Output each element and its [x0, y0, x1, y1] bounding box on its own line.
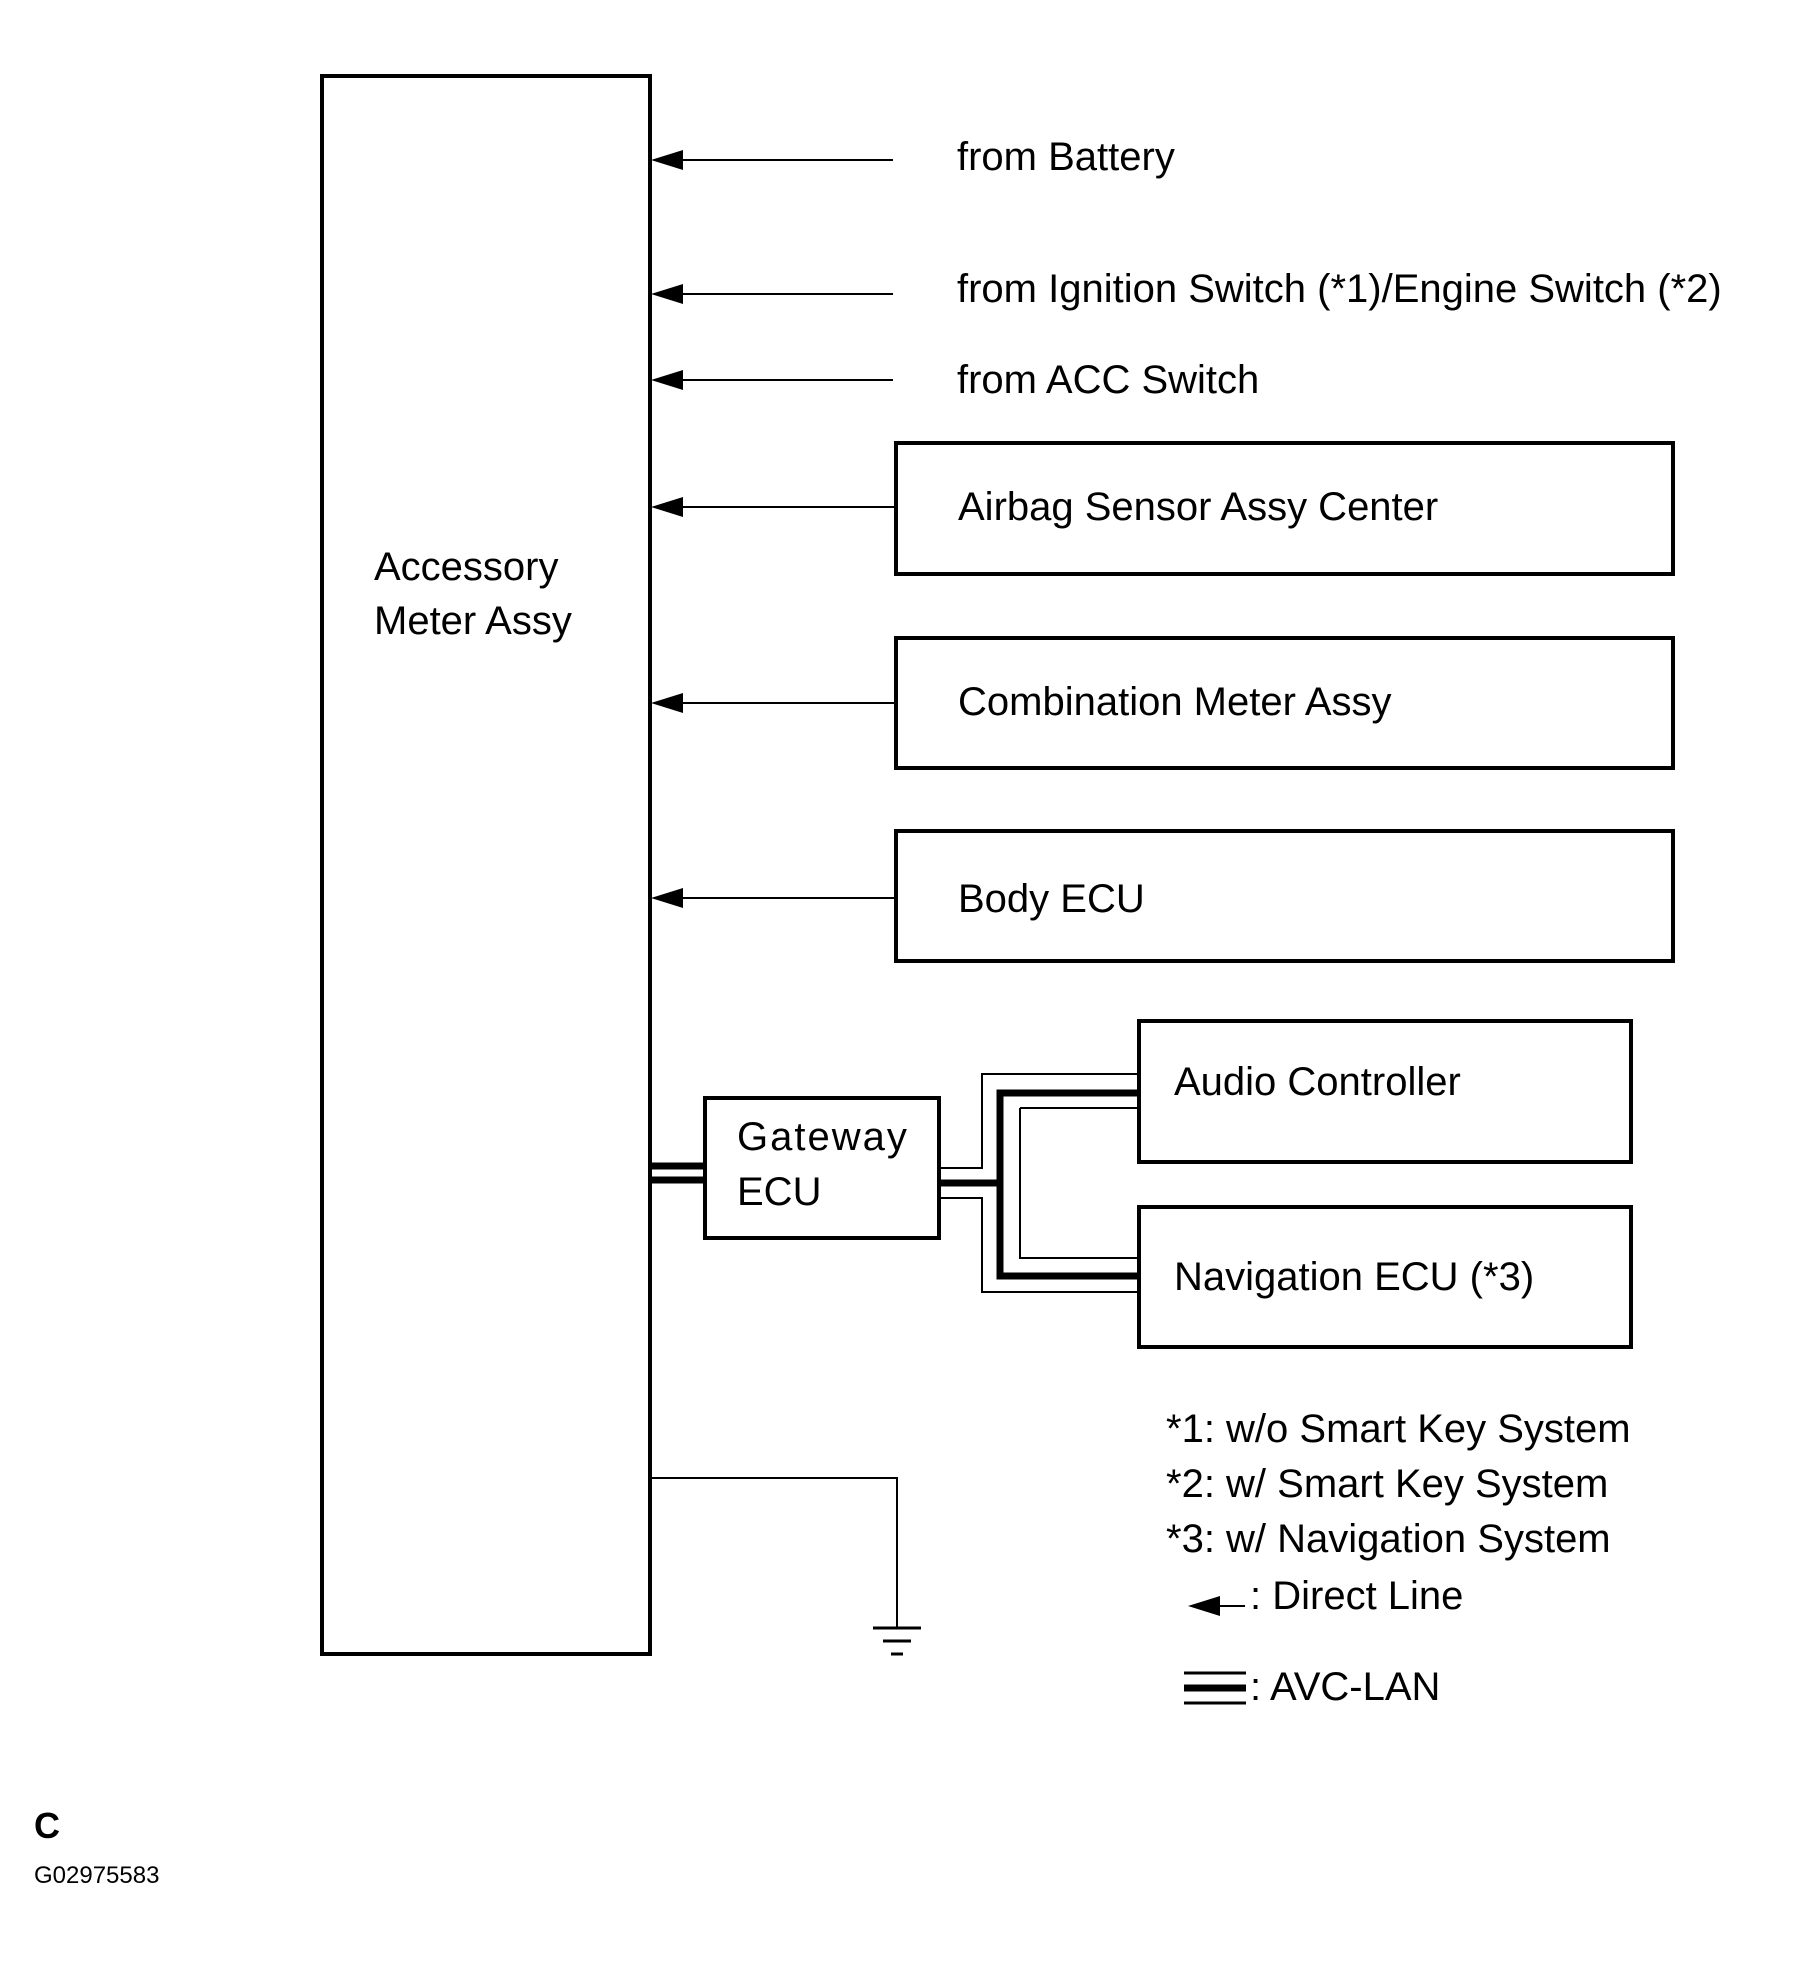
avc-lan-main-to-gateway: [652, 1162, 705, 1184]
gateway-label-line2: ECU: [737, 1170, 821, 1214]
notes: *1: w/o Smart Key System *2: w/ Smart Ke…: [1166, 1407, 1631, 1561]
note-1: *1: w/o Smart Key System: [1166, 1407, 1631, 1451]
ground-connection: [652, 1477, 921, 1656]
input-ignition-label: from Ignition Switch (*1)/Engine Switch …: [957, 267, 1722, 311]
figure-code: G02975583: [34, 1862, 159, 1889]
note-3: *3: w/ Navigation System: [1166, 1517, 1611, 1561]
legend-direct-line: : Direct Line: [1188, 1574, 1463, 1618]
arrow-left-icon: [651, 693, 683, 713]
legend-avc-lan-label: : AVC-LAN: [1250, 1665, 1440, 1709]
input-battery-label: from Battery: [957, 135, 1175, 179]
ecu-combination-meter: Combination Meter Assy: [651, 636, 1675, 770]
ground-icon: [873, 1626, 921, 1656]
accessory-meter-label-line1: Accessory: [374, 545, 559, 589]
ecu-airbag-label: Airbag Sensor Assy Center: [958, 485, 1438, 529]
avc-lan-bus: [939, 1073, 1139, 1293]
accessory-meter-assy-block: Accessory Meter Assy: [320, 74, 652, 1656]
legend: : Direct Line : AVC-LAN: [1184, 1574, 1463, 1709]
gateway-label-line1: Gateway: [737, 1115, 909, 1159]
legend-direct-line-label: : Direct Line: [1250, 1574, 1463, 1618]
arrow-left-icon: [651, 370, 683, 390]
arrow-left-icon: [1188, 1596, 1220, 1616]
audio-controller-label: Audio Controller: [1174, 1060, 1461, 1104]
arrow-left-icon: [651, 888, 683, 908]
navigation-ecu-label: Navigation ECU (*3): [1174, 1255, 1534, 1299]
ecu-body: Body ECU: [651, 829, 1675, 963]
gateway-ecu-block: Gateway ECU: [703, 1096, 941, 1240]
ecu-body-label: Body ECU: [958, 877, 1145, 921]
audio-controller-block: Audio Controller: [1137, 1019, 1633, 1164]
ecu-airbag-sensor: Airbag Sensor Assy Center: [651, 441, 1675, 576]
input-ignition-switch: from Ignition Switch (*1)/Engine Switch …: [651, 267, 1722, 311]
arrow-left-icon: [651, 150, 683, 170]
corner-letter: C: [34, 1805, 60, 1846]
ecu-combination-label: Combination Meter Assy: [958, 680, 1392, 724]
input-acc-switch: from ACC Switch: [651, 358, 1259, 402]
note-2: *2: w/ Smart Key System: [1166, 1462, 1608, 1506]
arrow-left-icon: [651, 284, 683, 304]
input-acc-label: from ACC Switch: [957, 358, 1259, 402]
navigation-ecu-block: Navigation ECU (*3): [1137, 1205, 1633, 1349]
arrow-left-icon: [651, 497, 683, 517]
accessory-meter-label-line2: Meter Assy: [374, 599, 572, 643]
input-battery: from Battery: [651, 135, 1175, 179]
legend-avc-lan: : AVC-LAN: [1184, 1665, 1440, 1709]
